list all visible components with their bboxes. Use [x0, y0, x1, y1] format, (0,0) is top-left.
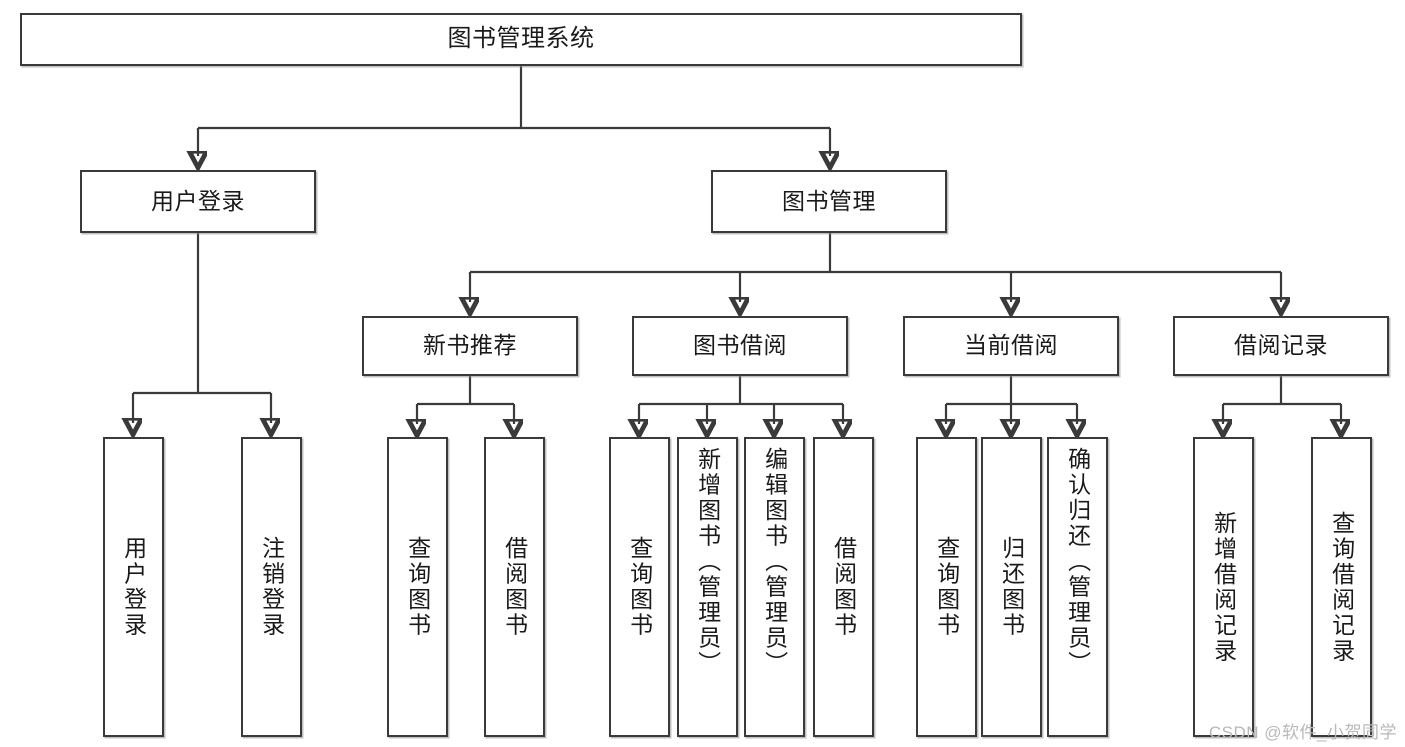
node-label: 用户登录 — [151, 187, 245, 214]
node-label: 图书借阅 — [693, 332, 787, 359]
node-label: 归还图书 — [998, 536, 1025, 638]
node-book-management[interactable]: 图书管理 — [711, 170, 947, 233]
node-label: 用户登录 — [120, 536, 147, 638]
node-root-system[interactable]: 图书管理系统 — [20, 13, 1022, 66]
leaf-logout-login[interactable]: 注销登录 — [241, 437, 302, 737]
leaf-user-login[interactable]: 用户登录 — [103, 437, 164, 737]
leaf-edit-book-admin[interactable]: 编辑图书（管理员） — [744, 437, 805, 737]
leaf-query-book-recommend[interactable]: 查询图书 — [387, 437, 448, 737]
node-label: 查询借阅记录 — [1328, 510, 1355, 664]
node-borrow-record[interactable]: 借阅记录 — [1173, 316, 1389, 376]
leaf-query-book-borrow[interactable]: 查询图书 — [609, 437, 670, 737]
node-label: 编辑图书（管理员） — [761, 447, 788, 677]
leaf-return-book[interactable]: 归还图书 — [981, 437, 1042, 737]
node-current-borrow[interactable]: 当前借阅 — [903, 316, 1119, 376]
watermark-text: CSDN @软件_小贺同学 — [1208, 723, 1397, 742]
node-label: 当前借阅 — [964, 332, 1058, 359]
node-label: 借阅记录 — [1234, 332, 1328, 359]
node-label: 新书推荐 — [423, 332, 517, 359]
leaf-confirm-return-admin[interactable]: 确认归还（管理员） — [1047, 437, 1108, 737]
node-label: 查询图书 — [933, 536, 960, 638]
node-new-book-recommend[interactable]: 新书推荐 — [362, 316, 578, 376]
node-label: 借阅图书 — [501, 536, 528, 638]
node-label: 借阅图书 — [830, 536, 857, 638]
node-label: 确认归还（管理员） — [1064, 447, 1091, 677]
leaf-add-book-admin[interactable]: 新增图书（管理员） — [677, 437, 738, 737]
leaf-borrow-book-borrow[interactable]: 借阅图书 — [813, 437, 874, 737]
node-label: 新增借阅记录 — [1210, 510, 1237, 664]
node-label: 注销登录 — [258, 536, 285, 638]
leaf-borrow-book-recommend[interactable]: 借阅图书 — [484, 437, 545, 737]
node-label: 新增图书（管理员） — [694, 447, 721, 677]
node-label: 图书管理 — [782, 187, 876, 214]
node-book-borrow[interactable]: 图书借阅 — [632, 316, 848, 376]
leaf-add-borrow-record[interactable]: 新增借阅记录 — [1193, 437, 1254, 737]
node-user-login[interactable]: 用户登录 — [80, 170, 316, 233]
node-label: 图书管理系统 — [447, 25, 595, 53]
node-label: 查询图书 — [404, 536, 431, 638]
leaf-query-borrow-record[interactable]: 查询借阅记录 — [1311, 437, 1372, 737]
leaf-query-book-current[interactable]: 查询图书 — [916, 437, 977, 737]
node-label: 查询图书 — [626, 536, 653, 638]
